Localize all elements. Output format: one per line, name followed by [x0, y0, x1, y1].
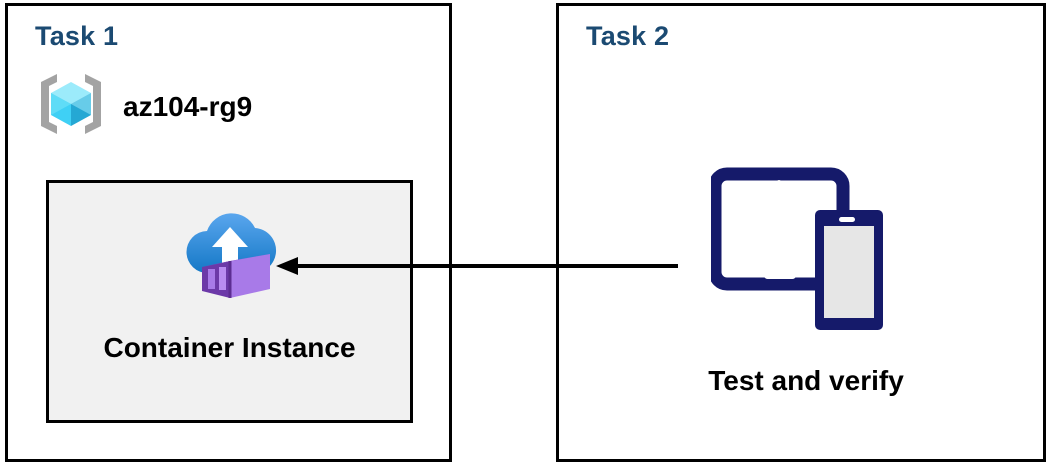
task-2-title: Task 2: [586, 21, 670, 51]
devices-label: Test and verify: [708, 365, 904, 396]
container-instance-box: Container Instance: [46, 180, 413, 423]
resource-group-label: az104-rg9: [123, 90, 253, 122]
resource-group-icon: [35, 68, 107, 145]
task-1-title: Task 1: [35, 21, 119, 51]
resource-group-row: az104-rg9: [35, 68, 252, 145]
container-instance-icon: [178, 205, 282, 310]
task-1-panel: Task 1: [5, 3, 452, 462]
devices-block: Test and verify: [681, 166, 931, 397]
container-instance-label: Container Instance: [103, 332, 356, 363]
task-2-panel: Task 2 Test and verify: [556, 3, 1046, 462]
devices-icon: [708, 166, 901, 343]
